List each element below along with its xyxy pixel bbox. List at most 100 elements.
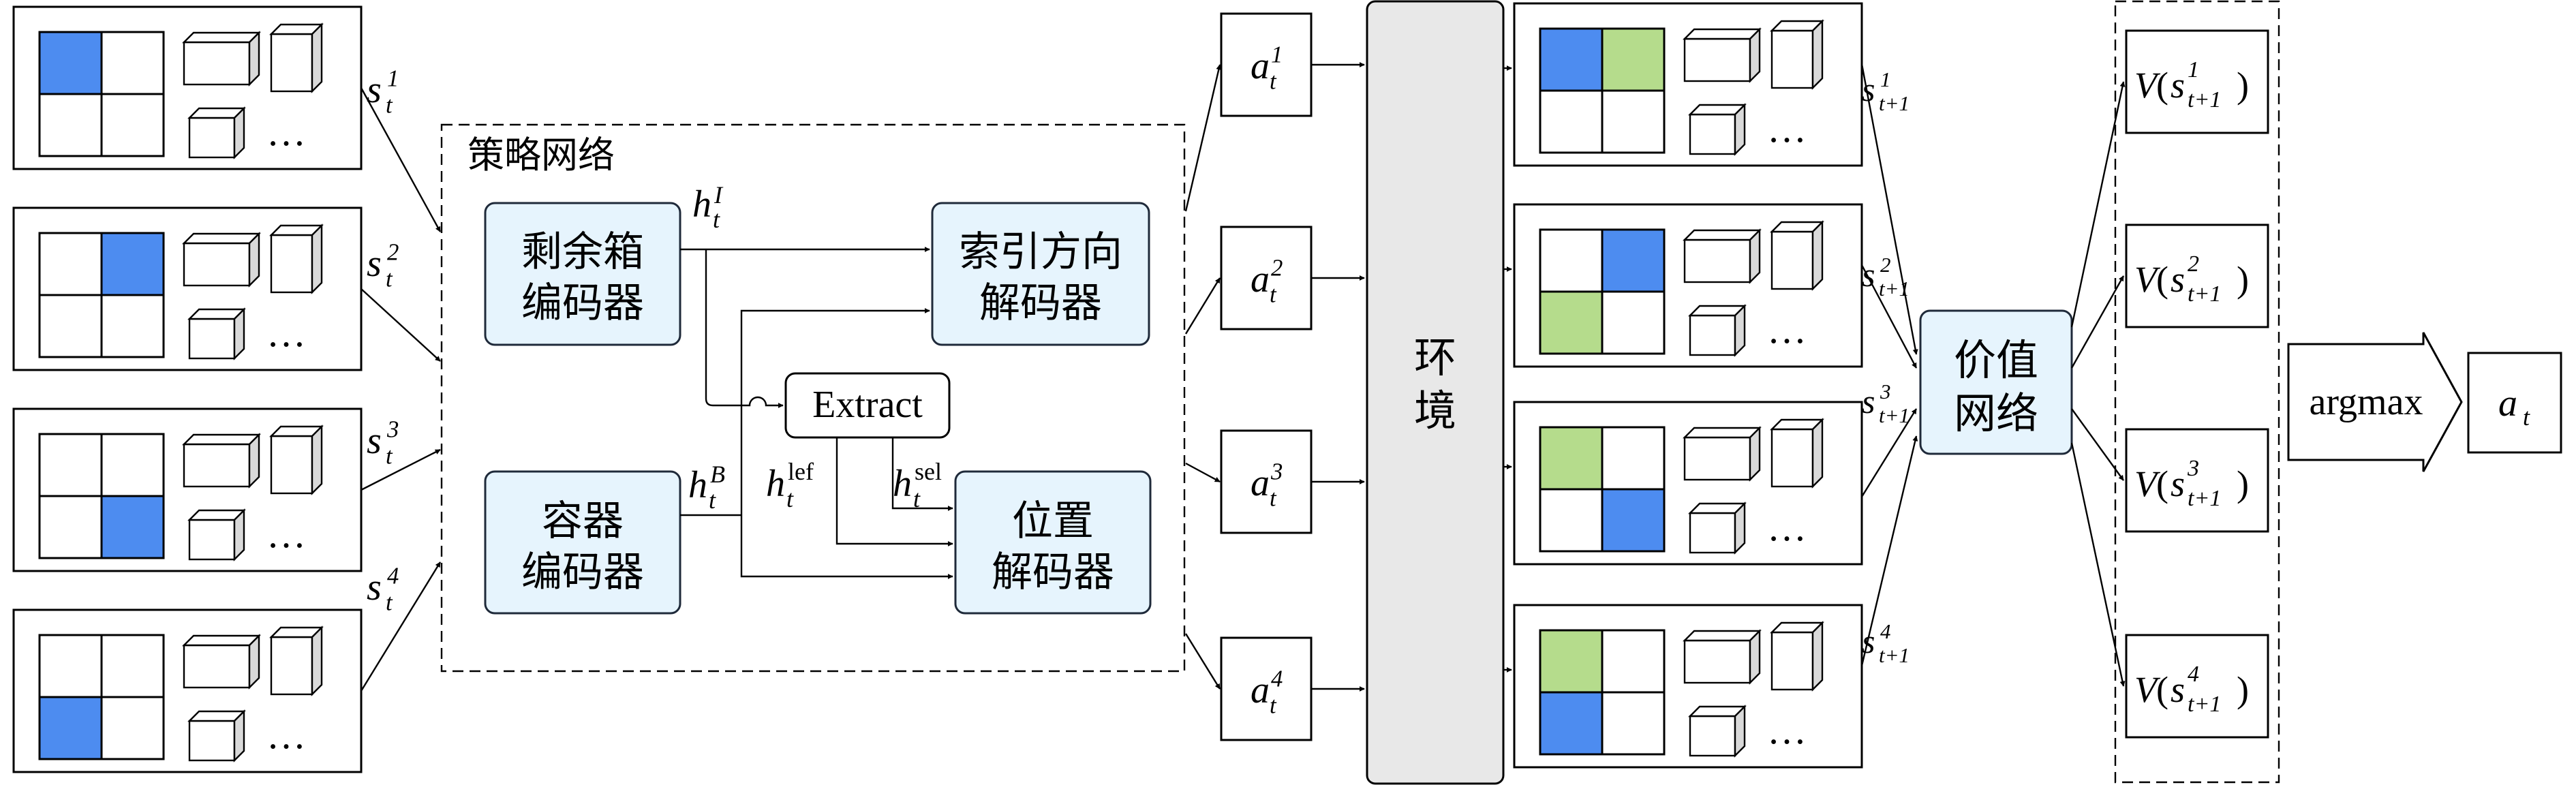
argmax-arrow <box>2287 332 2463 472</box>
box-icon <box>182 232 261 288</box>
svg-text:V: V <box>2134 65 2161 106</box>
svg-text:(: ( <box>2156 65 2168 106</box>
svg-text:(: ( <box>2156 259 2168 300</box>
h-I-label: h t I <box>692 181 724 233</box>
svg-text:t: t <box>386 589 393 616</box>
state-t1-grid-cell <box>1601 691 1666 756</box>
svg-text:t+1: t+1 <box>1879 277 1910 300</box>
state-t-panel-2: … <box>12 206 363 371</box>
arrow-value-network-to-value <box>2070 81 2126 328</box>
state-t-grid-cell <box>100 433 165 497</box>
state-t-grid-cell <box>100 232 165 296</box>
svg-text:(: ( <box>2156 463 2168 504</box>
svg-text:s: s <box>2171 669 2185 710</box>
svg-text:a: a <box>1251 258 1270 300</box>
ellipsis: … <box>266 311 306 355</box>
state-t-grid-cell <box>100 495 165 559</box>
svg-text:t+1: t+1 <box>2188 692 2221 717</box>
svg-text:1: 1 <box>2188 57 2199 82</box>
value-box-1 <box>2125 29 2269 134</box>
box-icon <box>182 433 261 489</box>
svg-text:2: 2 <box>1880 253 1891 277</box>
index-direction-decoder <box>931 202 1150 346</box>
values-frame <box>2114 0 2280 784</box>
svg-text:t+1: t+1 <box>1879 91 1910 115</box>
index-direction-decoder-line1: 索引方向 <box>959 228 1122 276</box>
svg-text:t: t <box>709 487 716 514</box>
box-icon <box>1770 220 1824 291</box>
value-box-3 <box>2125 428 2269 533</box>
arrow-state-to-value-network <box>1860 408 1918 497</box>
state-t1-grid-cell <box>1539 426 1604 491</box>
svg-text:t+1: t+1 <box>2188 281 2221 307</box>
policy-network: 策略网络 剩余箱 编码器 容器 编码器 索引方向 解码器 位置 解码器 Extr… <box>440 123 1186 673</box>
svg-text:3: 3 <box>1880 380 1891 403</box>
svg-text:2: 2 <box>1271 254 1283 281</box>
arrow-state-to-value-network <box>1860 264 1918 369</box>
svg-text:t: t <box>1270 692 1277 719</box>
box-icon <box>1683 228 1762 284</box>
svg-text:t: t <box>713 206 720 233</box>
svg-text:t: t <box>386 443 393 469</box>
position-decoder-line1: 位置 <box>1012 497 1094 545</box>
state-t-grid-cell <box>38 31 103 95</box>
extract-label: Extract <box>812 384 923 426</box>
svg-text:t+1: t+1 <box>2188 486 2221 511</box>
position-decoder-line2: 解码器 <box>992 549 1114 596</box>
box-icon <box>1770 418 1824 489</box>
state-t-panel-3: … <box>12 407 363 572</box>
svg-text:(: ( <box>2156 669 2168 710</box>
state-t1-grid-cell <box>1539 228 1604 293</box>
state-t-panel-1: … <box>12 5 363 170</box>
action-box-4 <box>1220 636 1313 741</box>
svg-text:a: a <box>1251 462 1270 504</box>
state-t1-grid-cell <box>1539 629 1604 694</box>
svg-text:s: s <box>367 243 382 285</box>
box-icon <box>1770 19 1824 90</box>
svg-text:s: s <box>2171 463 2185 504</box>
state-t1-grid-cell <box>1601 290 1666 355</box>
box-icon <box>187 709 246 762</box>
box-icon <box>1683 426 1762 482</box>
svg-text:s: s <box>2171 259 2185 300</box>
box-icon <box>187 106 246 159</box>
value-network-line1: 价值 <box>1954 335 2038 385</box>
argmax-label: argmax <box>2310 381 2423 423</box>
box-icon <box>1770 621 1824 692</box>
svg-text:t: t <box>913 485 921 512</box>
svg-text:a: a <box>2498 382 2517 425</box>
svg-text:1: 1 <box>1271 41 1283 67</box>
state-t1-grid-cell <box>1601 629 1666 694</box>
arrow-state-to-value-network <box>1860 63 1918 355</box>
arrow-state-to-policy <box>360 87 442 232</box>
state-t-grid-cell <box>100 93 165 157</box>
arrow-policy-to-action <box>1184 64 1222 212</box>
svg-text:): ) <box>2237 463 2249 504</box>
ellipsis: … <box>1767 505 1807 549</box>
arrow-value-network-to-value <box>2071 408 2124 481</box>
box-icon <box>269 22 324 93</box>
policy-network-frame <box>440 123 1186 673</box>
remaining-box-encoder-line2: 编码器 <box>521 279 644 327</box>
arrow-state-to-policy <box>360 561 442 692</box>
action-box-2 <box>1220 226 1313 330</box>
svg-text:s: s <box>1862 622 1875 660</box>
ellipsis: … <box>1767 708 1807 752</box>
arrow-hB-to-index-decoder <box>740 308 930 515</box>
container-encoder-line1: 容器 <box>542 497 624 545</box>
arrow-hsel-to-position-decoder <box>891 437 953 511</box>
index-direction-decoder-line2: 解码器 <box>979 279 1102 327</box>
state-t1-panel-1: … <box>1513 2 1863 167</box>
argmax-block: argmax <box>2287 332 2463 472</box>
state-t1-grid-cell <box>1601 488 1666 553</box>
state-t-grid-cell <box>38 232 103 296</box>
svg-text:t+1: t+1 <box>1879 403 1910 427</box>
extract-box <box>784 372 951 439</box>
